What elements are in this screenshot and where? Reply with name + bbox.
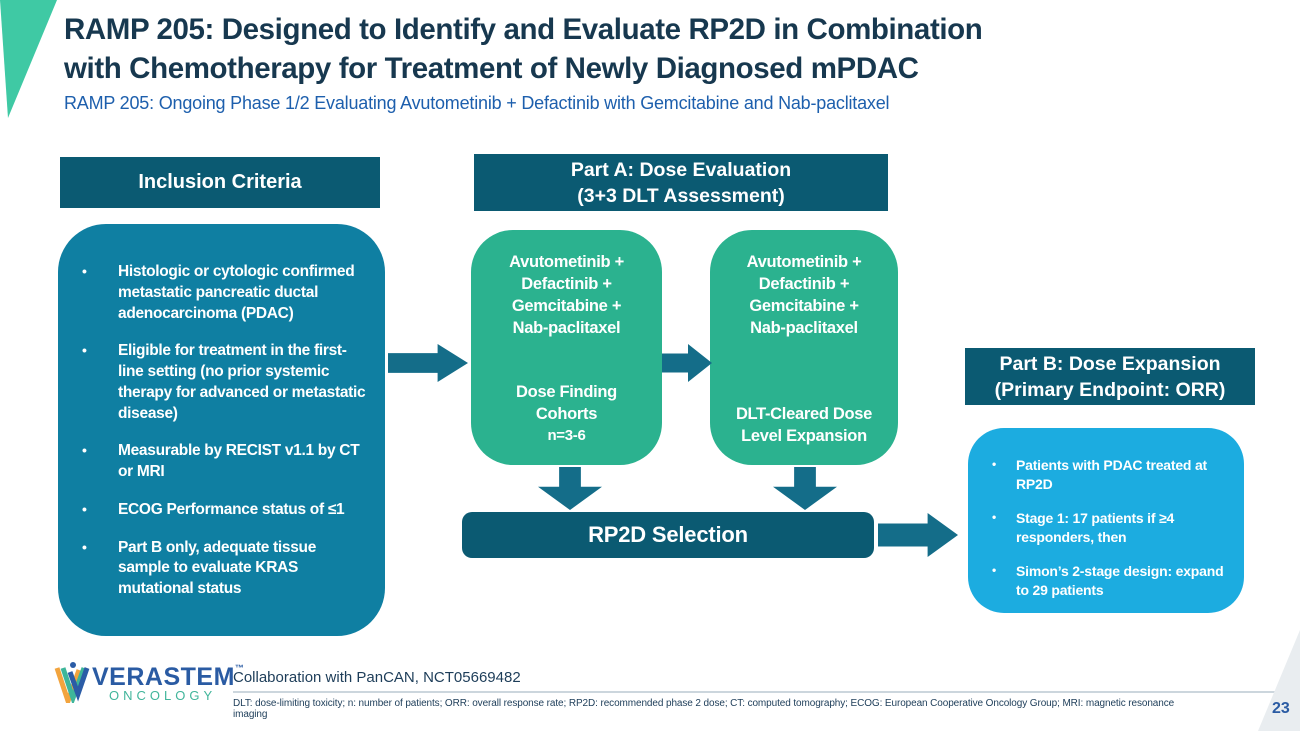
trademark-symbol: ™ [234, 663, 244, 673]
inclusion-bullet: Histologic or cytologic confirmed metast… [80, 262, 367, 324]
drug-combination-text: Avutometinib + Defactinib + Gemcitabine … [471, 251, 662, 339]
title-block: RAMP 205: Designed to Identify and Evalu… [64, 10, 1279, 114]
slide-title-line2: with Chemotherapy for Treatment of Newly… [64, 52, 919, 85]
part-a-header: Part A: Dose Evaluation (3+3 DLT Assessm… [474, 154, 888, 211]
drug-combination-text: Avutometinib + Defactinib + Gemcitabine … [710, 251, 898, 339]
drug-line: Avutometinib + [746, 253, 862, 271]
inclusion-bullet: Measurable by RECIST v1.1 by CT or MRI [80, 441, 367, 483]
drug-line: Nab-paclitaxel [750, 319, 858, 337]
dose-finding-label-line1: Dose Finding [516, 383, 617, 401]
drug-line: Gemcitabine + [749, 297, 859, 315]
arrow-right-icon [878, 513, 958, 557]
drug-line: Gemcitabine + [511, 297, 622, 315]
part-b-box: Patients with PDAC treated at RP2D Stage… [968, 428, 1244, 613]
inclusion-bullet: Part B only, adequate tissue sample to e… [80, 538, 367, 600]
dose-finding-label: Dose Finding Cohorts n=3-6 [471, 381, 662, 447]
drug-line: Defactinib + [758, 275, 850, 293]
dose-finding-cohorts-box: Avutometinib + Defactinib + Gemcitabine … [471, 230, 662, 465]
inclusion-criteria-header: Inclusion Criteria [60, 157, 380, 208]
dlt-cleared-label-line1: DLT-Cleared Dose [735, 405, 873, 423]
drug-line: Defactinib + [521, 275, 612, 293]
inclusion-criteria-box: Histologic or cytologic confirmed metast… [58, 224, 385, 636]
drug-line: Nab-paclitaxel [512, 319, 621, 337]
dlt-cleared-label-line2: Level Expansion [741, 427, 867, 445]
part-b-header-line2: (Primary Endpoint: ORR) [994, 378, 1226, 401]
slide-subtitle: RAMP 205: Ongoing Phase 1/2 Evaluating A… [64, 93, 890, 113]
arrow-down-icon [773, 467, 837, 510]
inclusion-bullet: ECOG Performance status of ≤1 [80, 500, 367, 521]
page-number: 23 [1272, 700, 1290, 717]
slide-title-line1: RAMP 205: Designed to Identify and Evalu… [64, 13, 983, 46]
verastem-logo: VERASTEM™ ONCOLOGY [54, 659, 284, 705]
inclusion-bullet-list: Histologic or cytologic confirmed metast… [80, 262, 367, 600]
part-b-bullet: Stage 1: 17 patients if ≥4 responders, t… [990, 509, 1226, 547]
footer-divider [233, 691, 1300, 693]
dose-finding-label-line2: Cohorts [535, 405, 598, 423]
inclusion-criteria-header-label: Inclusion Criteria [138, 171, 302, 193]
logo-name-text: VERASTEM [92, 663, 235, 691]
part-b-header: Part B: Dose Expansion (Primary Endpoint… [965, 348, 1255, 405]
inclusion-bullet: Eligible for treatment in the first-line… [80, 341, 367, 424]
verastem-logo-mark-icon [54, 662, 90, 703]
corner-accent-triangle [0, 0, 57, 118]
rp2d-selection-box: RP2D Selection [462, 512, 874, 558]
part-b-bullet-list: Patients with PDAC treated at RP2D Stage… [990, 456, 1226, 600]
arrow-right-icon [662, 344, 712, 382]
part-b-header-line1: Part B: Dose Expansion [999, 352, 1221, 375]
part-b-bullet: Simon’s 2-stage design: expand to 29 pat… [990, 562, 1226, 600]
dlt-cleared-expansion-box: Avutometinib + Defactinib + Gemcitabine … [710, 230, 898, 465]
part-a-header-line2: (3+3 DLT Assessment) [577, 184, 785, 207]
drug-line: Avutometinib + [509, 253, 624, 271]
collaboration-note: Collaboration with PanCAN, NCT05669482 [233, 669, 521, 686]
footnote-abbreviations: DLT: dose-limiting toxicity; n: number o… [233, 698, 1175, 720]
arrow-right-icon [388, 344, 468, 382]
cohort-size-label: n=3-6 [547, 427, 586, 444]
part-b-bullet: Patients with PDAC treated at RP2D [990, 456, 1226, 494]
part-a-header-line1: Part A: Dose Evaluation [570, 158, 792, 181]
rp2d-selection-label: RP2D Selection [588, 522, 748, 547]
dlt-cleared-label: DLT-Cleared Dose Level Expansion [710, 403, 898, 447]
verastem-logo-name: VERASTEM™ [92, 663, 244, 692]
verastem-logo-oncology: ONCOLOGY [109, 688, 217, 703]
arrow-down-icon [538, 467, 602, 510]
